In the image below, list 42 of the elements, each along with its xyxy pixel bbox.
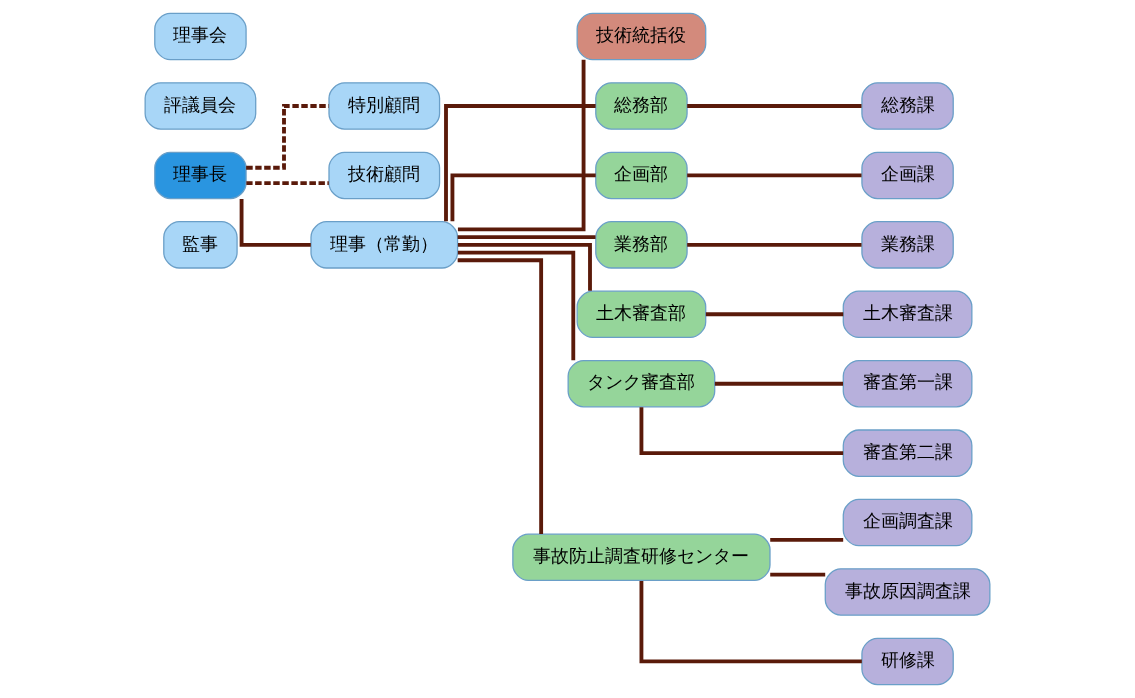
node-box: 理事会 [154,12,247,61]
connector [457,258,544,534]
node-box: 特別顧問 [328,82,441,130]
connector [444,104,596,222]
connector [770,572,826,577]
connector [639,407,844,456]
connector [450,173,596,222]
node-box: 総務部 [595,82,688,130]
node-box: 技術統括役 [576,12,707,61]
node-box: 企画課 [861,151,954,200]
connector [239,198,311,247]
connector [457,235,596,240]
connector [687,173,862,178]
connector [246,104,329,170]
node-box: 理事長 [154,151,247,200]
node-box: 審査第一課 [842,359,973,408]
node-box: タンク審査部 [567,359,716,408]
node-box: 業務部 [595,221,688,269]
connector [457,250,576,361]
connector [705,312,844,317]
node-box: 企画調査課 [842,498,973,547]
node-box: 土木審査部 [576,290,707,339]
connector [687,242,862,247]
node-box: 監事 [163,221,238,269]
connector [246,181,329,186]
node-box: 総務課 [861,82,954,130]
connector [687,104,862,108]
node-box: 評議員会 [144,82,257,130]
node-box: 企画部 [595,151,688,200]
node-box: 業務課 [861,221,954,269]
node-box: 事故防止調査研修センター [512,533,771,582]
connector [714,381,843,386]
node-box: 理事（常勤） [310,221,459,269]
node-box: 審査第二課 [842,429,973,477]
node-box: 事故原因調査課 [824,568,991,616]
connector [457,242,592,291]
connector [457,59,586,232]
node-box: 研修課 [861,637,954,686]
node-box: 土木審査課 [842,290,973,339]
connector [639,580,862,664]
connector [770,538,844,542]
node-box: 技術顧問 [328,151,441,200]
